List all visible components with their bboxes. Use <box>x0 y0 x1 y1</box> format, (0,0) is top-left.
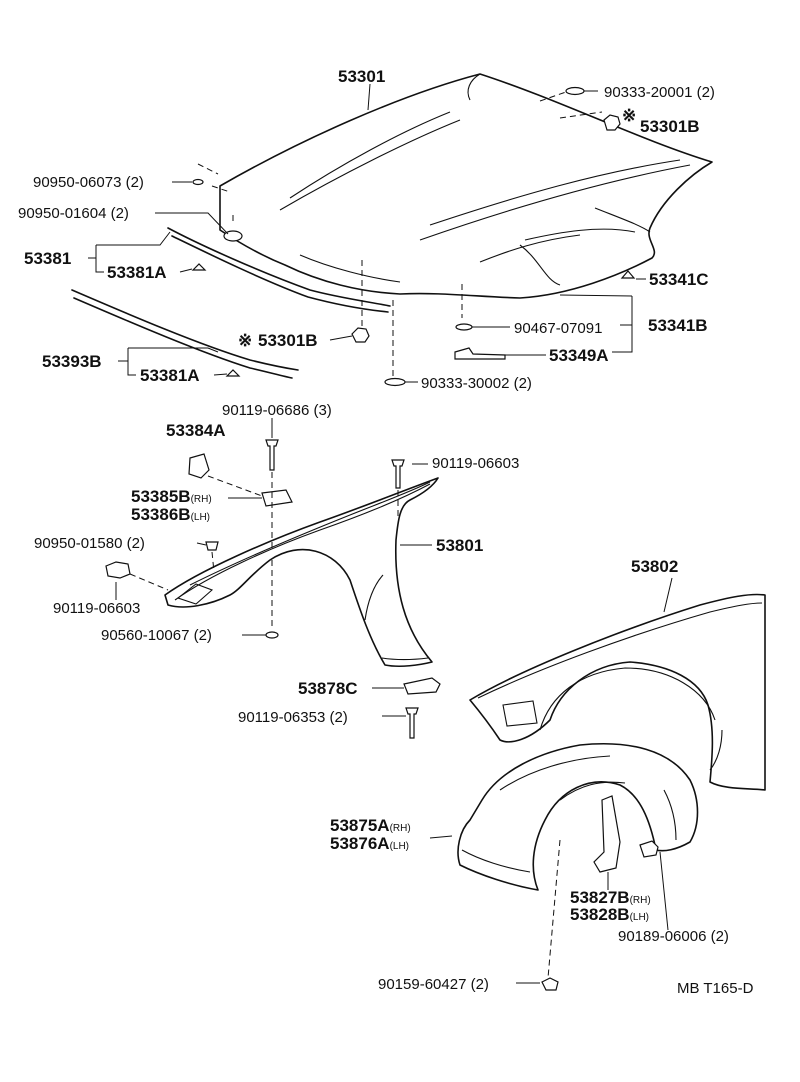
label-cushion-53301b-top: 53301B <box>640 117 700 136</box>
clip-90333-20001-shape <box>565 86 585 96</box>
fender-liner-53875a-shape <box>457 742 699 891</box>
label-clip-90950-01580: 90950-01580 (2) <box>34 535 145 552</box>
clip-90333-30002-shape <box>384 377 406 387</box>
label-seal-53828b-side: (LH) <box>630 912 649 923</box>
label-seal-53828b-number: 53828B <box>570 905 630 924</box>
fender-53802-shape <box>469 593 766 791</box>
clip-90950-01580-shape <box>205 541 219 551</box>
label-bracket-53386b-number: 53386B <box>131 505 191 524</box>
label-seal-53827b-side: (RH) <box>630 895 651 906</box>
label-bolt-90119-06686: 90119-06686 (3) <box>222 402 332 419</box>
label-bracket-53386b: 53386B(LH) <box>131 505 210 524</box>
bolt-90119-06603-left-shape <box>105 561 131 579</box>
label-cover-53878c: 53878C <box>298 679 358 698</box>
nut-90560-10067-shape <box>265 631 279 639</box>
label-bracket-53385b: 53385B(RH) <box>131 487 212 506</box>
label-seal-53381a-lower: 53381A <box>140 366 200 385</box>
fender-53802-leaders <box>429 577 673 984</box>
label-screw-90159-60427: 90159-60427 (2) <box>378 976 489 993</box>
label-clip-90333-30002: 90333-30002 (2) <box>421 375 532 392</box>
fender-53801-shape <box>164 477 439 668</box>
label-seal-53381: 53381 <box>24 249 71 268</box>
label-bolt-90119-06603-left: 90119-06603 <box>53 600 140 617</box>
label-clip-90950-06073: 90950-06073 (2) <box>33 174 144 191</box>
label-support-53341b: 53341B <box>648 316 708 335</box>
fender-53801-leaders <box>115 418 432 717</box>
clip-53381a-lower-shape <box>225 369 241 377</box>
clip-53341c-shape <box>620 270 636 279</box>
label-liner-53876a-side: (LH) <box>390 841 409 852</box>
label-bracket-53349a: 53349A <box>549 346 609 365</box>
hood-seal-53393b <box>71 289 299 379</box>
screw-90189-06006-shape <box>639 840 659 858</box>
label-bracket-53385b-side: (RH) <box>191 494 212 505</box>
label-nut-90560-10067: 90560-10067 (2) <box>101 627 212 644</box>
label-liner-53875a-number: 53875A <box>330 816 390 835</box>
label-fender-53802: 53802 <box>631 557 678 576</box>
bolt-90119-06686-shape <box>265 439 279 471</box>
seal-53827b-shape <box>593 795 621 873</box>
label-bolt-90119-06603-top: 90119-06603 <box>432 455 519 472</box>
label-asterisk-top: ※ <box>622 106 636 125</box>
clip-90467-07091-shape <box>455 323 473 331</box>
label-fender-53801: 53801 <box>436 536 483 555</box>
label-bolt-90119-06353: 90119-06353 (2) <box>238 709 348 726</box>
screw-90159-60427-shape <box>541 977 559 991</box>
label-screw-90189-06006: 90189-06006 (2) <box>618 928 729 945</box>
label-support-53341c: 53341C <box>649 270 709 289</box>
label-drawing-code: MB T165-D <box>677 980 754 997</box>
label-liner-53875a-side: (RH) <box>390 823 411 834</box>
label-clip-90333-20001: 90333-20001 (2) <box>604 84 715 101</box>
clip-90950-01604-shape <box>223 230 243 242</box>
cover-53878c-shape <box>403 677 441 695</box>
label-clip-90950-01604: 90950-01604 (2) <box>18 205 129 222</box>
hood-leaders <box>88 83 646 383</box>
label-asterisk-mid: ※ <box>238 331 252 350</box>
label-bracket-53386b-side: (LH) <box>191 512 210 523</box>
label-liner-53876a: 53876A(LH) <box>330 834 409 853</box>
label-seal-53828b: 53828B(LH) <box>570 905 649 924</box>
label-bracket-53385b-number: 53385B <box>131 487 191 506</box>
label-liner-53875a: 53875A(RH) <box>330 816 411 835</box>
cushion-53301b-mid-shape <box>351 327 370 343</box>
label-hood: 53301 <box>338 67 385 86</box>
label-seal-53827b-number: 53827B <box>570 888 630 907</box>
hood-panel <box>219 73 713 299</box>
label-bracket-53384a: 53384A <box>166 421 226 440</box>
label-cushion-53301b-mid: 53301B <box>258 331 318 350</box>
label-liner-53876a-number: 53876A <box>330 834 390 853</box>
bolt-90119-06353-shape <box>405 707 419 739</box>
label-clip-90467-07091: 90467-07091 <box>514 320 602 337</box>
bracket-53384a-shape <box>188 453 210 479</box>
clip-90950-06073-shape <box>192 178 204 186</box>
hood-seal-53381 <box>167 227 391 313</box>
cushion-53301b-top-shape <box>603 114 621 131</box>
label-seal-53393b: 53393B <box>42 352 102 371</box>
bracket-53385b-shape <box>261 489 293 507</box>
bracket-53349a-shape <box>454 347 506 360</box>
bolt-90119-06603-top-shape <box>391 459 405 489</box>
clip-53381a-upper-shape <box>191 263 207 271</box>
label-seal-53827b: 53827B(RH) <box>570 888 651 907</box>
label-seal-53381a-upper: 53381A <box>107 263 167 282</box>
